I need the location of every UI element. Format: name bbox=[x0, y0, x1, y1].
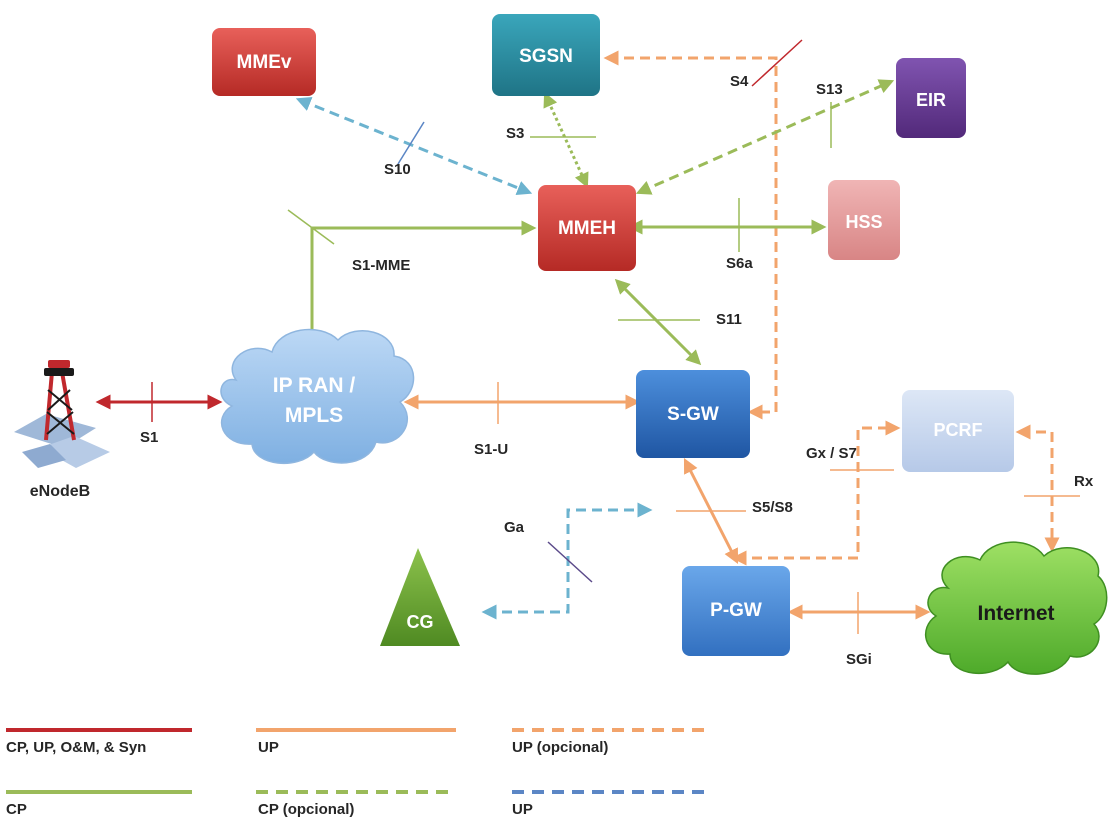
legend-label: UP bbox=[512, 801, 533, 818]
node-sgsn-label: SGSN bbox=[519, 46, 573, 67]
label-rx: Rx bbox=[1074, 473, 1094, 490]
legend-label: UP (opcional) bbox=[512, 739, 608, 756]
node-pgw-label: P-GW bbox=[710, 600, 762, 621]
label-ga: Ga bbox=[504, 519, 525, 536]
node-sgw: S-GW bbox=[636, 370, 750, 458]
node-ip-ran-label-1: IP RAN / bbox=[273, 374, 356, 397]
node-mmev: MMEv bbox=[212, 28, 316, 96]
tick-s1-mme bbox=[287, 209, 335, 245]
link-s4 bbox=[603, 50, 778, 420]
node-hss: HSS bbox=[828, 180, 900, 260]
links bbox=[95, 39, 1080, 634]
node-eir: EIR bbox=[896, 58, 966, 138]
link-s3 bbox=[543, 91, 589, 189]
legend-item: CP bbox=[6, 790, 192, 818]
interface-labels: S1 S1-MME S1-U S3 S4 S10 S13 S6a S11 S5/… bbox=[140, 73, 1094, 668]
legend-item: UP bbox=[256, 728, 456, 756]
node-mmeh: MMEH bbox=[538, 185, 636, 271]
tick-s4 bbox=[751, 39, 803, 87]
legend-item: CP (opcional) bbox=[256, 790, 456, 818]
node-cg: CG bbox=[380, 548, 460, 646]
label-s13: S13 bbox=[816, 81, 843, 98]
legend: CP, UP, O&M, & Syn UP UP (opcional) CP C… bbox=[6, 728, 712, 818]
node-mmeh-label: MMEH bbox=[558, 218, 616, 239]
node-sgw-label: S-GW bbox=[667, 404, 719, 425]
legend-item: UP (opcional) bbox=[512, 728, 712, 756]
tick-ga bbox=[547, 541, 593, 583]
node-eir-label: EIR bbox=[916, 90, 946, 110]
node-internet: Internet bbox=[925, 541, 1108, 675]
label-sgi: SGi bbox=[846, 651, 872, 668]
node-sgsn: SGSN bbox=[492, 14, 600, 96]
label-s5-s8: S5/S8 bbox=[752, 499, 793, 516]
label-s6a: S6a bbox=[726, 255, 753, 272]
node-cg-label: CG bbox=[407, 612, 434, 632]
label-s1-mme: S1-MME bbox=[352, 257, 410, 274]
node-mmev-label: MMEv bbox=[237, 52, 292, 73]
node-pcrf-label: PCRF bbox=[934, 420, 983, 440]
node-enodeb-label: eNodeB bbox=[30, 483, 90, 500]
legend-label: CP bbox=[6, 801, 27, 818]
link-s13 bbox=[635, 79, 895, 195]
legend-label: UP bbox=[258, 739, 279, 756]
node-pgw: P-GW bbox=[682, 566, 790, 656]
tick-s10 bbox=[397, 121, 425, 165]
link-rx bbox=[1015, 424, 1060, 553]
node-internet-label: Internet bbox=[977, 602, 1054, 625]
legend-label: CP (opcional) bbox=[258, 801, 354, 818]
label-gx-s7: Gx / S7 bbox=[806, 445, 857, 462]
node-ip-ran-label-2: MPLS bbox=[285, 404, 343, 427]
label-s11: S11 bbox=[716, 311, 742, 328]
node-hss-label: HSS bbox=[845, 212, 882, 232]
legend-label: CP, UP, O&M, & Syn bbox=[6, 739, 146, 756]
link-s11 bbox=[614, 278, 702, 366]
node-pcrf: PCRF bbox=[902, 390, 1014, 472]
label-s10: S10 bbox=[384, 161, 411, 178]
link-s10 bbox=[295, 96, 533, 196]
node-enodeb: eNodeB bbox=[14, 360, 110, 500]
antenna-tower-icon bbox=[14, 360, 110, 468]
label-s4: S4 bbox=[730, 73, 749, 90]
label-s1-u: S1-U bbox=[474, 441, 508, 458]
legend-item: CP, UP, O&M, & Syn bbox=[6, 728, 192, 756]
node-ip-ran: IP RAN / MPLS bbox=[220, 328, 415, 465]
legend-item: UP bbox=[512, 790, 712, 818]
label-s3: S3 bbox=[506, 125, 524, 142]
label-s1: S1 bbox=[140, 429, 158, 446]
